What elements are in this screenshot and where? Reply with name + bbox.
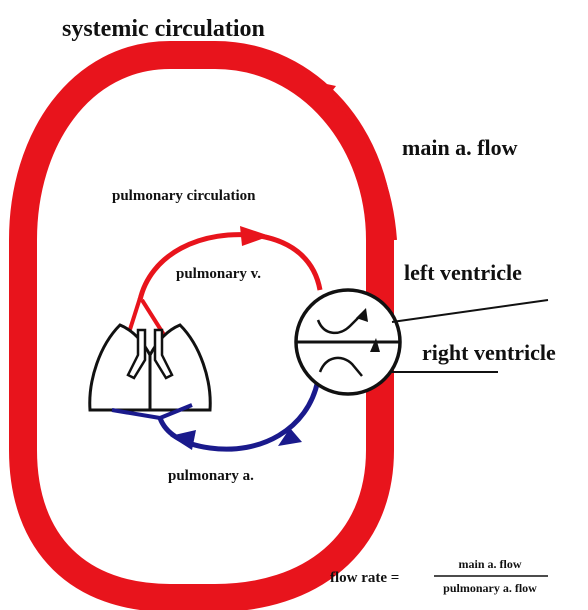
pulmonary-circulation-label: pulmonary circulation: [112, 188, 256, 204]
pulmonary-vein-label: pulmonary v.: [176, 266, 261, 282]
pulmonary-artery-arrowhead-right: [278, 428, 302, 446]
lungs-icon: [90, 325, 210, 410]
pulmonary-vein-arrowhead: [240, 226, 270, 246]
formula-denominator: pulmonary a. flow: [443, 581, 537, 595]
formula-numerator: main a. flow: [459, 557, 522, 571]
main-flow-label: main a. flow: [402, 135, 518, 160]
left-ventricle-leader: [392, 300, 548, 322]
pulmonary-artery-label: pulmonary a.: [168, 468, 254, 484]
left-ventricle-label: left ventricle: [404, 260, 522, 285]
flow-rate-label: flow rate =: [330, 570, 399, 586]
right-ventricle-label: right ventricle: [422, 340, 556, 365]
title-systemic-circulation: systemic circulation: [62, 16, 265, 42]
